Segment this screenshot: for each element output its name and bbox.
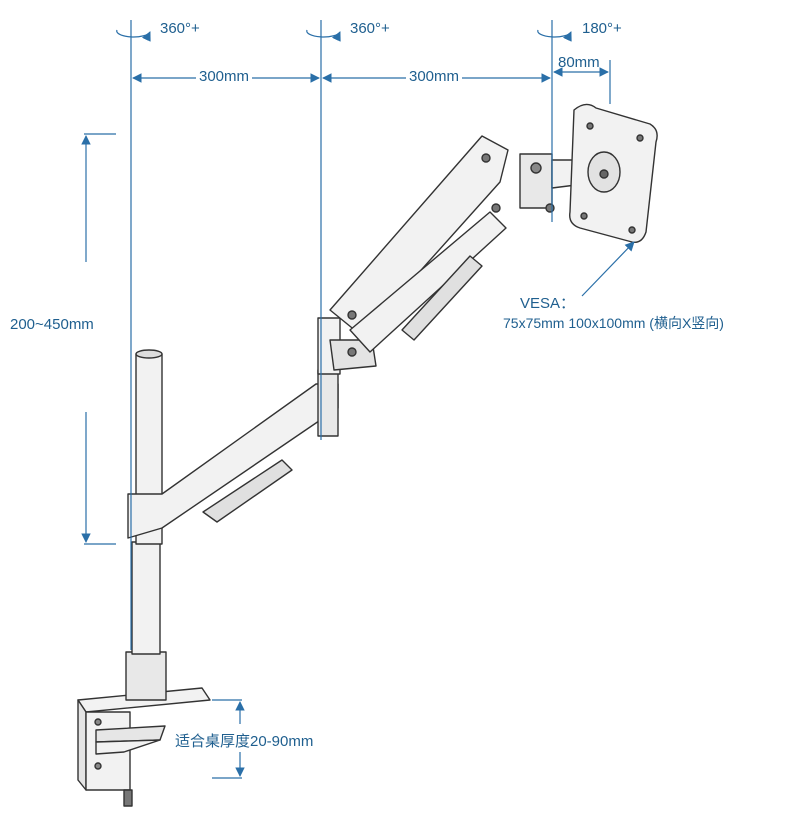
dimension-lines <box>81 20 635 779</box>
vesa-leader-line <box>581 241 635 297</box>
arm1-length-label: 300mm <box>196 68 253 85</box>
vesa-label: VESA： <box>520 295 576 312</box>
monitor-arm <box>77 103 658 807</box>
height-range-label: 200~450mm <box>10 316 94 333</box>
desk-clamp <box>77 687 211 807</box>
vesa-plate <box>569 103 658 243</box>
head-rotation-label: 180°+ <box>582 20 622 37</box>
elbow-rotation-label: 360°+ <box>350 20 390 37</box>
base-rotation-icon <box>116 29 151 42</box>
upper-arm <box>329 135 509 353</box>
head-rotation-icon <box>537 29 572 42</box>
vesa-sizes-label: 75x75mm 100x100mm (横向X竖向) <box>503 315 724 331</box>
lower-arm <box>127 369 339 539</box>
desk-thickness-label: 适合桌厚度20-90mm <box>172 730 317 751</box>
arm2-length-label: 300mm <box>406 68 463 85</box>
base-rotation-label: 360°+ <box>160 20 200 37</box>
elbow-joint <box>317 317 377 375</box>
tilt-joint <box>519 153 585 213</box>
elbow-rotation-icon <box>306 29 341 42</box>
head-offset-label: 80mm <box>558 54 600 71</box>
